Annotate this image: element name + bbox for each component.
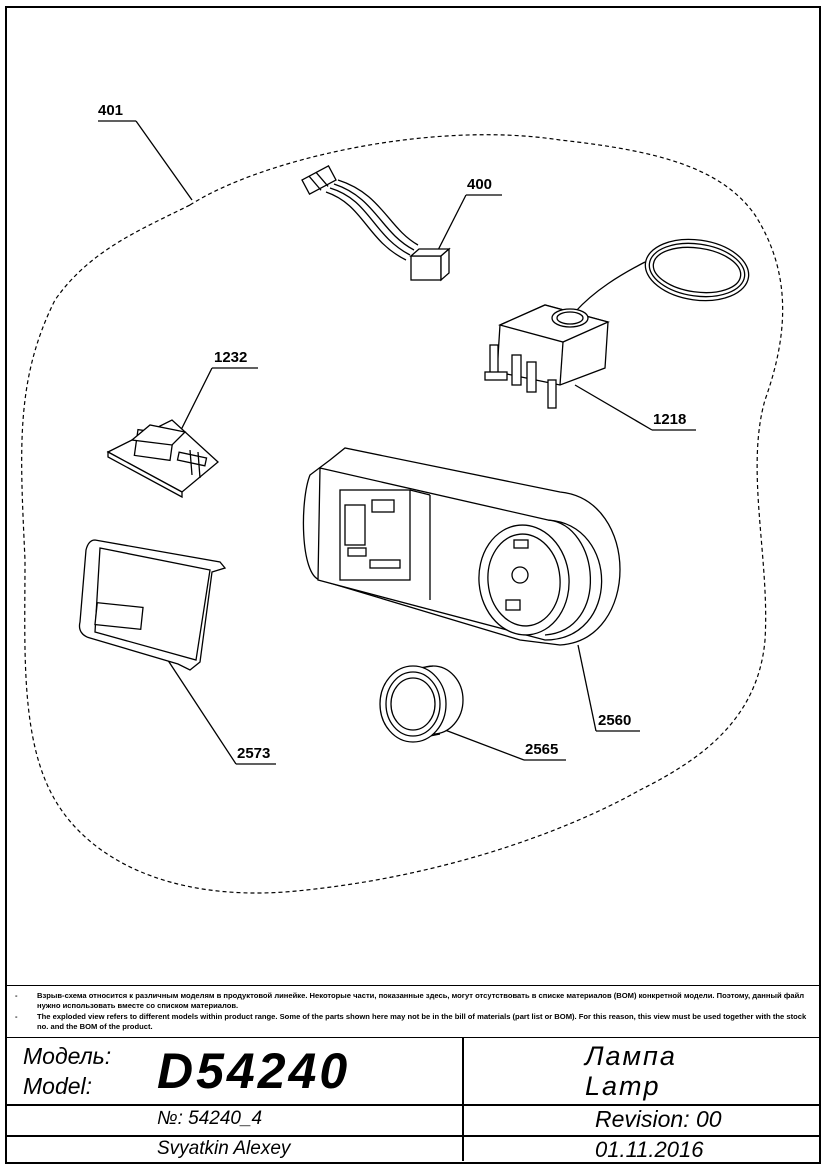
note-dash: - bbox=[15, 1012, 18, 1021]
title-block: Модель: Model: D54240 Лампа Lamp №: 5424… bbox=[7, 1037, 819, 1162]
part-name-en: Lamp bbox=[585, 1071, 661, 1101]
document-number: №: 54240_4 bbox=[157, 1108, 263, 1129]
callout-2565: 2565 bbox=[525, 741, 559, 758]
callout-2573: 2573 bbox=[237, 745, 271, 762]
note-dash: - bbox=[15, 991, 18, 1000]
assembly-boundary-401 bbox=[21, 134, 784, 894]
model-label-ru: Модель: bbox=[23, 1043, 112, 1069]
callout-401: 401 bbox=[98, 102, 124, 119]
model-number: D54240 bbox=[157, 1043, 351, 1099]
part-2565-knob bbox=[379, 665, 464, 743]
disclaimer-notes: - Взрыв-схема относится к различным моде… bbox=[7, 985, 819, 1035]
callout-400: 400 bbox=[467, 176, 493, 193]
model-label-en: Model: bbox=[23, 1073, 93, 1099]
callout-1218: 1218 bbox=[653, 411, 687, 428]
note-ru-text: Взрыв-схема относится к различным моделя… bbox=[37, 991, 805, 1010]
revision: Revision: 00 bbox=[595, 1106, 722, 1132]
author: Svyatkin Alexey bbox=[157, 1138, 291, 1159]
part-1218-switch bbox=[484, 238, 750, 409]
part-400-wire-harness bbox=[301, 165, 451, 282]
callout-1232: 1232 bbox=[214, 349, 248, 366]
date: 01.11.2016 bbox=[595, 1137, 704, 1162]
drawing-sheet bbox=[5, 6, 821, 1164]
exploded-view-drawing bbox=[21, 120, 784, 894]
part-2560-lamp-housing bbox=[302, 447, 621, 646]
part-name-ru: Лампа bbox=[585, 1041, 677, 1071]
part-2573-cover bbox=[78, 539, 227, 671]
callout-2560: 2560 bbox=[598, 712, 632, 729]
note-en-text: The exploded view refers to different mo… bbox=[37, 1012, 807, 1031]
part-1232-pcb bbox=[106, 419, 219, 499]
